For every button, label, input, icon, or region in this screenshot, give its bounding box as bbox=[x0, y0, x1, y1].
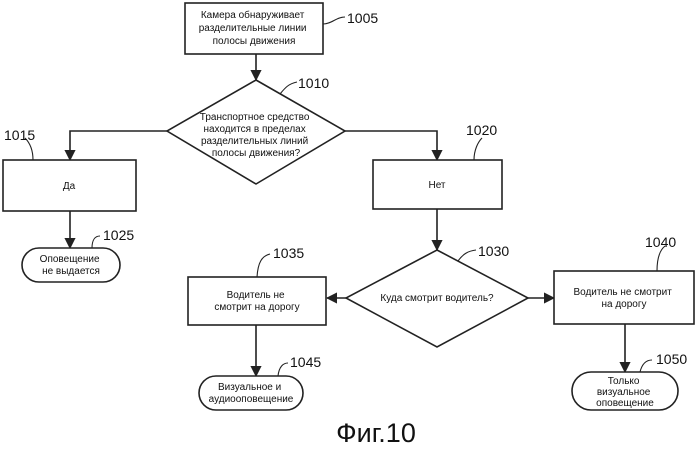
node-1005-line-2: разделительные линии bbox=[199, 23, 307, 34]
ref-1050: 1050 bbox=[656, 351, 687, 367]
node-1035-line-2: смотрит на дорогу bbox=[214, 302, 299, 313]
node-1025-line-1: Оповещение bbox=[40, 254, 100, 265]
ref-1040: 1040 bbox=[645, 234, 676, 250]
node-1005-text: Камера обнаруживает разделительные линии… bbox=[199, 9, 310, 47]
node-1010-line-4: полосы движения? bbox=[212, 148, 301, 159]
node-1005-line-3: полосы движения bbox=[213, 36, 296, 47]
leader-1030 bbox=[458, 250, 476, 261]
node-1010-line-3: разделительных линий bbox=[201, 136, 308, 147]
leader-1005 bbox=[323, 17, 345, 24]
node-1035-line-1: Водитель не bbox=[227, 290, 285, 301]
node-1015-text: Да bbox=[63, 181, 76, 192]
leader-1035 bbox=[257, 254, 270, 277]
node-1005-line-1: Камера обнаруживает bbox=[201, 9, 305, 21]
node-1020-line-1: Нет bbox=[428, 180, 445, 191]
ref-1030: 1030 bbox=[478, 243, 509, 259]
node-1025: Оповещение не выдается 1025 bbox=[22, 227, 134, 282]
leader-1020 bbox=[474, 138, 482, 160]
figure-caption: Фиг.10 bbox=[336, 418, 416, 448]
node-1050-line-3: оповещение bbox=[596, 398, 654, 409]
ref-1005: 1005 bbox=[347, 10, 378, 26]
node-1010-text: Транспортное средство находится в предел… bbox=[200, 112, 312, 159]
node-1030: Куда смотрит водитель? 1030 bbox=[346, 243, 528, 347]
node-1010-line-2: находится в пределах bbox=[203, 124, 305, 135]
node-1040-line-2: на дорогу bbox=[601, 299, 646, 310]
node-1005: Камера обнаруживает разделительные линии… bbox=[185, 3, 378, 54]
node-1010: Транспортное средство находится в предел… bbox=[167, 75, 345, 184]
node-1010-line-1: Транспортное средство bbox=[200, 112, 310, 123]
node-1025-text: Оповещение не выдается bbox=[40, 254, 103, 277]
ref-1010: 1010 bbox=[298, 75, 329, 91]
edge-1010-1020 bbox=[345, 131, 437, 160]
edge-1010-1015 bbox=[70, 131, 167, 160]
node-1025-line-2: не выдается bbox=[42, 266, 100, 277]
node-1050-line-2: визуальное bbox=[597, 387, 651, 398]
node-1015-line-1: Да bbox=[63, 181, 76, 192]
node-1045-line-2: аудиооповещение bbox=[209, 394, 294, 405]
node-1020-text: Нет bbox=[428, 180, 445, 191]
node-1040: Водитель не смотрит на дорогу 1040 bbox=[554, 234, 694, 324]
ref-1025: 1025 bbox=[103, 227, 134, 243]
leader-1010 bbox=[280, 82, 297, 94]
connectors bbox=[70, 54, 625, 376]
node-1035: Водитель не смотрит на дорогу 1035 bbox=[188, 245, 326, 325]
node-1045-line-1: Визуальное и bbox=[218, 382, 281, 393]
node-1050-line-1: Только bbox=[608, 376, 640, 387]
node-1035-text: Водитель не смотрит на дорогу bbox=[214, 290, 299, 313]
leader-1045 bbox=[278, 363, 288, 376]
node-1050: Только визуальное оповещение 1050 bbox=[572, 351, 687, 410]
node-1030-line-1: Куда смотрит водитель? bbox=[380, 293, 494, 304]
node-1045: Визуальное и аудиооповещение 1045 bbox=[199, 354, 321, 410]
node-1045-text: Визуальное и аудиооповещение bbox=[209, 382, 294, 405]
process-box-1035 bbox=[188, 277, 326, 325]
ref-1045: 1045 bbox=[290, 354, 321, 370]
ref-1035: 1035 bbox=[273, 245, 304, 261]
ref-1015: 1015 bbox=[4, 127, 35, 143]
node-1030-text: Куда смотрит водитель? bbox=[380, 293, 494, 304]
ref-1020: 1020 bbox=[466, 122, 497, 138]
node-1040-line-1: Водитель не смотрит bbox=[573, 287, 672, 298]
leader-1025 bbox=[92, 236, 100, 248]
leader-1050 bbox=[640, 360, 652, 372]
